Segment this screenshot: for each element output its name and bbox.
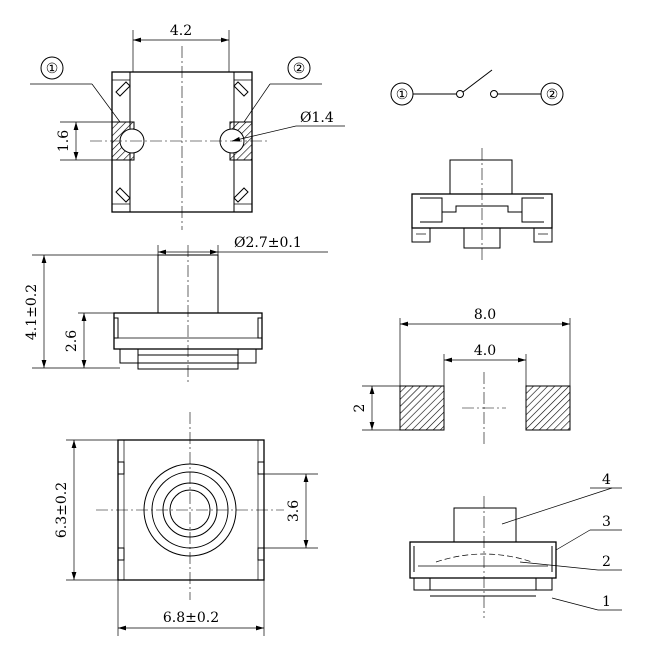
pitch-dim: 3.6 <box>286 500 302 522</box>
pad-height-dim: 1.6 <box>56 130 72 152</box>
total-height-dim: 4.1±0.2 <box>24 284 40 340</box>
footprint-inner-dim: 4.0 <box>474 343 496 359</box>
footprint-outer-dim: 8.0 <box>474 307 496 323</box>
part-2-label: 2 <box>602 554 611 570</box>
parts-view: 4 3 2 1 <box>409 472 622 618</box>
part-1-label: 1 <box>602 594 611 610</box>
side-view: Ø2.7±0.1 4.1±0.2 2.6 <box>24 235 328 385</box>
footprint-pad-dim: 2 <box>352 404 368 413</box>
footprint-view: 8.0 4.0 2 <box>352 307 571 446</box>
top-width-dim: 4.2 <box>170 23 192 39</box>
footprint-pad-left <box>399 385 445 431</box>
actuator-dim: Ø2.7±0.1 <box>234 235 302 251</box>
footprint-pad-right <box>525 385 571 431</box>
schem-terminal-2: ② <box>546 87 559 103</box>
top-terminal-2: ② <box>293 61 306 77</box>
part-3-label: 3 <box>602 514 611 530</box>
bottom-view: 6.3±0.2 3.6 6.8±0.2 <box>54 412 318 636</box>
switch-schematic: ① ② <box>390 69 564 106</box>
hole-dim: Ø1.4 <box>300 110 334 126</box>
part-4-label: 4 <box>602 472 611 488</box>
schem-terminal-1: ① <box>396 87 409 103</box>
top-view: 4.2 1.6 ① ② Ø1.4 <box>30 23 345 230</box>
bottom-width-dim: 6.8±0.2 <box>163 610 219 626</box>
body-height-dim: 2.6 <box>64 330 80 352</box>
top-terminal-1: ① <box>46 61 59 77</box>
bottom-height-dim: 6.3±0.2 <box>54 482 70 538</box>
front-view <box>411 148 553 262</box>
